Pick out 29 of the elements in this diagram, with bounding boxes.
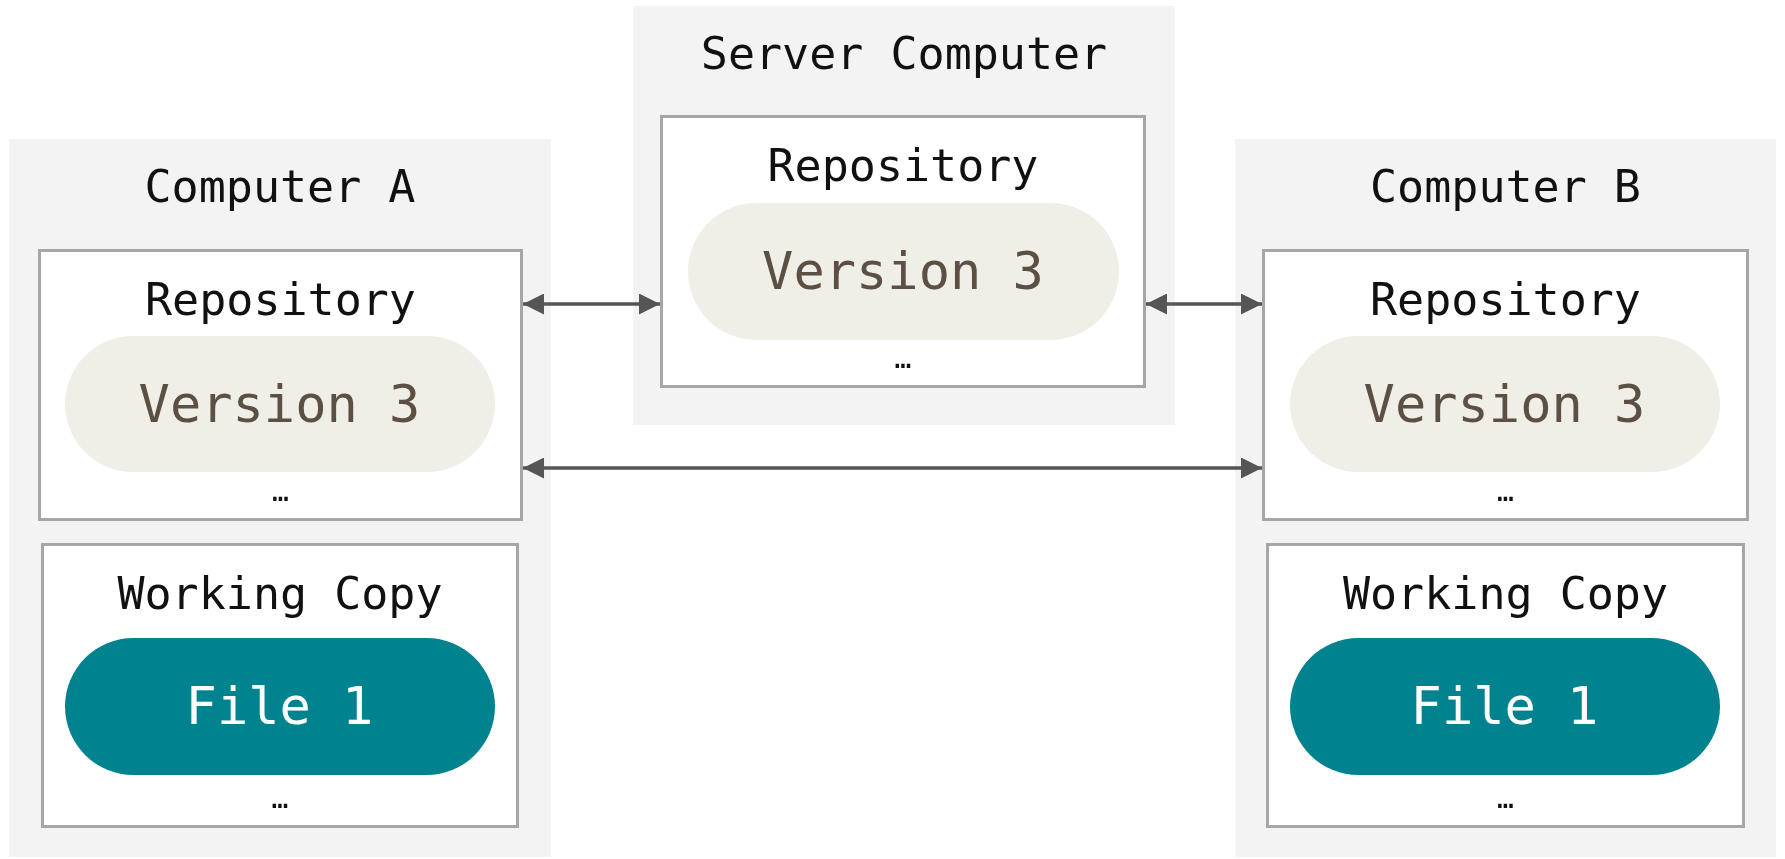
ellipsis: …: [1496, 476, 1515, 508]
container-box: [660, 115, 1146, 388]
container-box: [41, 543, 519, 828]
computer-panel: [9, 139, 551, 857]
double-arrow: [523, 457, 1262, 479]
version-label: File 1: [185, 676, 374, 736]
heading: Computer A: [143, 159, 417, 215]
ellipsis: …: [271, 476, 290, 508]
heading: Computer B: [1369, 159, 1642, 215]
double-arrow: [1146, 293, 1262, 315]
version-label: File 1: [1410, 676, 1599, 736]
container-box: [38, 249, 523, 521]
version-label: Version 3: [138, 373, 421, 434]
container-box: [1266, 543, 1745, 828]
heading: Repository: [144, 272, 417, 328]
heading: Repository: [1369, 272, 1642, 328]
container-box: [1262, 249, 1749, 521]
ellipsis: …: [1496, 783, 1515, 815]
version-label: Version 3: [762, 241, 1044, 301]
ellipsis: …: [893, 343, 913, 375]
heading: Working Copy: [1341, 566, 1670, 622]
version-label: Version 3: [1363, 373, 1646, 434]
double-arrow: [523, 293, 660, 315]
computer-panel: [633, 6, 1175, 425]
computer-panel: [1235, 139, 1776, 857]
heading: Repository: [766, 138, 1040, 194]
heading: Working Copy: [116, 566, 444, 622]
ellipsis: …: [270, 783, 290, 815]
heading: Server Computer: [699, 26, 1109, 82]
